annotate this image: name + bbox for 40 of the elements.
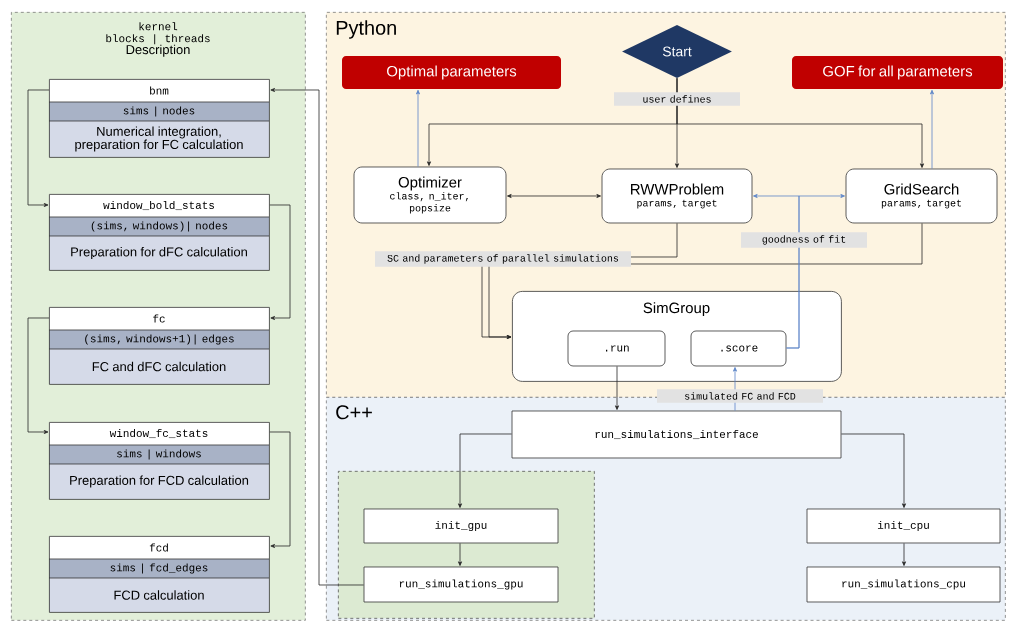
arrow bbox=[269, 204, 291, 320]
function-box: init_gpu bbox=[363, 508, 559, 544]
kernel-box: bnm sims | nodes Numerical integration, preparation for FC calculation bbox=[48, 79, 270, 158]
arrow bbox=[416, 89, 420, 167]
panel-heading: Python bbox=[336, 20, 396, 39]
edge-label: SC and parameters of parallel simulations bbox=[375, 251, 631, 267]
output-box: Optimal parameters bbox=[342, 56, 561, 89]
arrow bbox=[841, 433, 906, 508]
arrow bbox=[733, 367, 737, 411]
function-box: run_simulations_interface bbox=[511, 410, 842, 459]
class-box: Optimizer class, n_iter, popsize bbox=[353, 166, 507, 224]
arrow bbox=[458, 433, 512, 508]
kernel-box: fcd sims | fcd_edges FCD calculation bbox=[48, 536, 270, 613]
arrow bbox=[507, 194, 601, 198]
function-box: run_simulations_cpu bbox=[806, 566, 1001, 603]
arrow bbox=[269, 431, 291, 548]
method-box: .run bbox=[567, 330, 666, 367]
edge-label: user defines bbox=[614, 92, 740, 106]
method-box: .score bbox=[690, 330, 787, 367]
arrow bbox=[676, 77, 924, 168]
panel-heading: C++ bbox=[336, 405, 372, 420]
arrow bbox=[27, 317, 50, 434]
class-box: GridSearch params, target bbox=[845, 168, 998, 224]
edge-label: goodness of fit bbox=[741, 232, 867, 248]
function-box: init_cpu bbox=[806, 508, 1001, 544]
arrow bbox=[615, 366, 619, 410]
kernel-box: window_bold_stats (sims, windows)| nodes Preparation for dFC calculation bbox=[48, 194, 270, 271]
arrow bbox=[27, 89, 50, 207]
panel-heading: kernel blocks | threads Description bbox=[106, 22, 210, 57]
arrow bbox=[902, 543, 906, 566]
class-box: RWWProblem params, target bbox=[601, 168, 753, 224]
output-box: GOF for all parameters bbox=[792, 56, 1003, 89]
arrow bbox=[270, 88, 364, 586]
edge-label: simulated FC and FCD bbox=[657, 389, 823, 403]
arrow bbox=[930, 89, 934, 169]
arrow bbox=[458, 543, 462, 566]
arrow bbox=[786, 194, 845, 349]
kernel-box: fc (sims, windows+1)| edges FC and dFC calculation bbox=[48, 307, 270, 385]
kernel-box: window_fc_stats sims | windows Preparation for FCD calculation bbox=[48, 422, 270, 500]
function-box: run_simulations_gpu bbox=[363, 566, 559, 603]
